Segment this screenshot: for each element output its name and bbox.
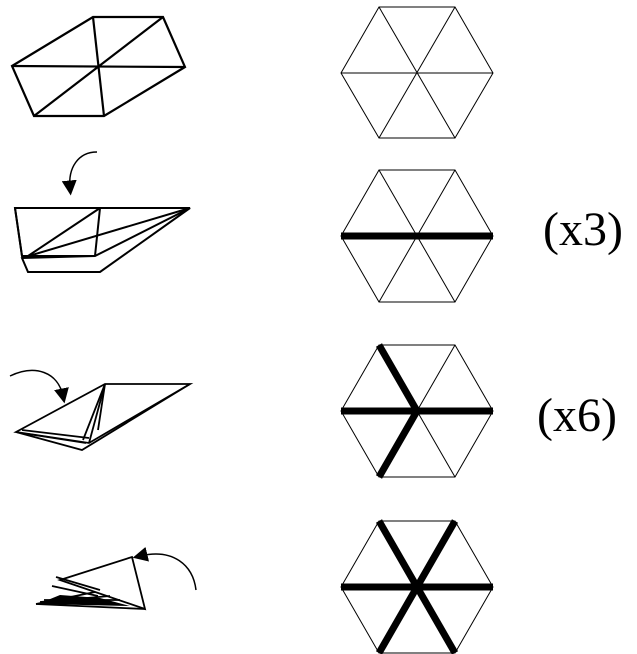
step2-fold-arrow bbox=[61, 151, 98, 196]
step4-layered-flaps bbox=[38, 595, 130, 606]
step4-fold-arrow bbox=[132, 546, 197, 591]
step3-folded-paper bbox=[13, 383, 194, 451]
step1-hexagon-crease-pattern bbox=[340, 6, 494, 139]
repeat-count-label-step3: (x6) bbox=[537, 389, 617, 442]
step2-folded-paper bbox=[13, 207, 191, 273]
step3-fold-arrow bbox=[9, 369, 69, 404]
step4-mountain-fold-lines bbox=[341, 519, 493, 654]
repeat-count-label-step2: (x3) bbox=[543, 203, 623, 256]
step1-folded-paper bbox=[10, 15, 187, 118]
step3-mountain-fold-lines bbox=[341, 343, 493, 479]
